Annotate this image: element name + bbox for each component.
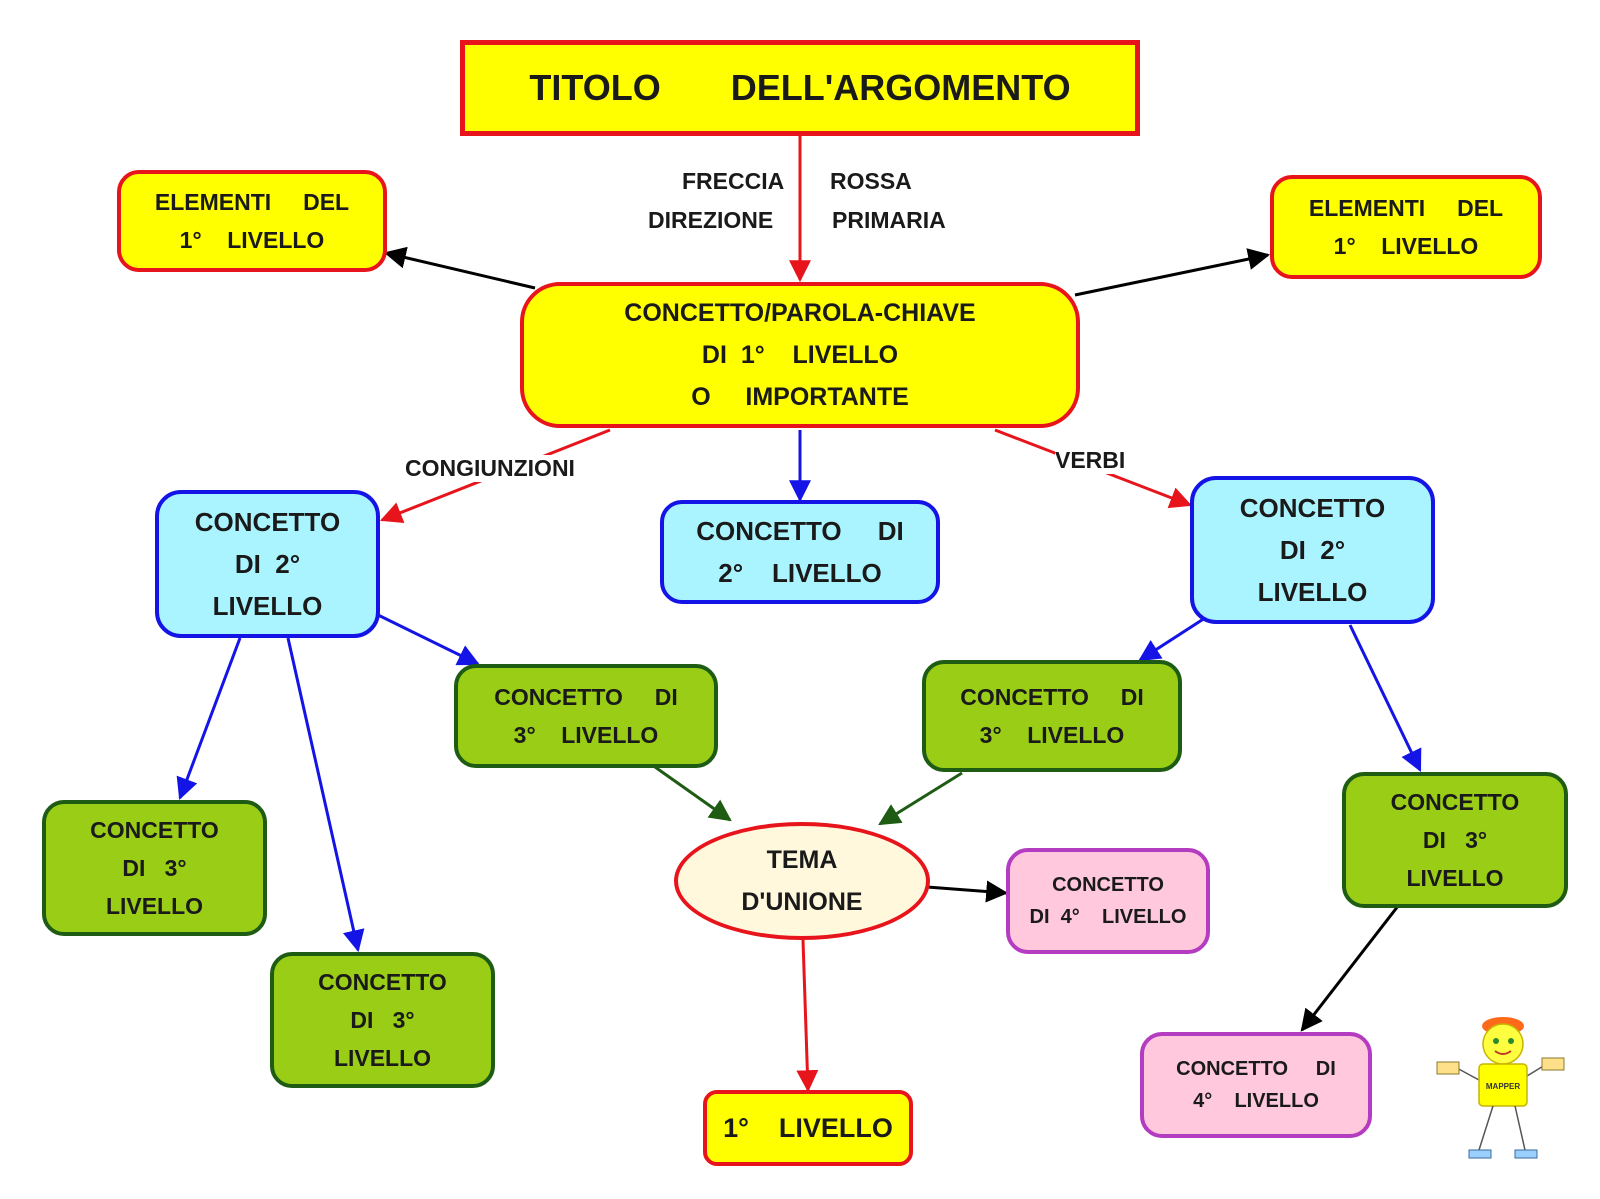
concept-level3-center-right[interactable]: CONCETTO DI 3° LIVELLO — [922, 660, 1182, 772]
elements-level1-right[interactable]: ELEMENTI DEL 1° LIVELLO — [1270, 175, 1542, 279]
arrow-note-freccia: FRECCIA — [682, 168, 785, 194]
concept-level2-center[interactable]: CONCETTO DI 2° LIVELLO — [660, 500, 940, 604]
link-label-conjunctions: CONGIUNZIONI — [405, 455, 575, 482]
topic-title-box[interactable]: TITOLO DELL'ARGOMENTO — [460, 40, 1140, 136]
concept-level3-center-left[interactable]: CONCETTO DI 3° LIVELLO — [454, 664, 718, 768]
arrow-c2left-to-c3bottomleft — [286, 637, 365, 953]
arrow-union-to-level1 — [796, 939, 819, 1093]
arrow-c2right-to-c3right — [1348, 624, 1422, 772]
arrow-key-to-elements-left — [383, 246, 536, 290]
arrow-c2left-to-c3centerleft — [377, 613, 480, 666]
topic-title-text: TITOLO DELL'ARGOMENTO — [529, 67, 1071, 108]
concept-level4-center[interactable]: CONCETTO DI 4° LIVELLO — [1006, 848, 1210, 954]
key-concept-level1[interactable]: CONCETTO/PAROLA-CHIAVE DI 1° LIVELLO O I… — [520, 282, 1080, 428]
arrow-note-primaria: PRIMARIA — [832, 207, 946, 233]
concept-level2-left[interactable]: CONCETTO DI 2° LIVELLO — [155, 490, 380, 638]
link-label-verbs: VERBI — [1055, 447, 1126, 474]
concept-level3-bottom-left[interactable]: CONCETTO DI 3° LIVELLO — [270, 952, 495, 1088]
mapper-mascot-illustration: MAPPER — [1436, 1017, 1565, 1159]
concept-level3-far-left[interactable]: CONCETTO DI 3° LIVELLO — [42, 800, 267, 936]
union-theme[interactable]: TEMA D'UNIONE — [674, 822, 930, 940]
concept-level4-right[interactable]: CONCETTO DI 4° LIVELLO — [1140, 1032, 1372, 1138]
arrow-c2right-to-c3centerright — [1138, 616, 1206, 662]
arrow-c2left-to-c3farleft — [176, 637, 242, 801]
arrow-c3centerright-to-union — [878, 771, 963, 826]
arrow-key-to-elements-right — [1074, 248, 1271, 297]
concept-level3-right[interactable]: CONCETTO DI 3° LIVELLO — [1342, 772, 1568, 908]
arrow-union-to-concept4 — [926, 880, 1009, 903]
arrow-note-direzione: DIREZIONE — [648, 207, 774, 233]
level1-bottom[interactable]: 1° LIVELLO — [703, 1090, 913, 1166]
elements-level1-left[interactable]: ELEMENTI DEL 1° LIVELLO — [117, 170, 387, 272]
arrow-c3right-to-concept4right — [1300, 905, 1400, 1032]
arrow-c3centerleft-to-union — [654, 765, 732, 822]
arrow-note-rossa: ROSSA — [830, 168, 912, 194]
concept-level2-right[interactable]: CONCETTO DI 2° LIVELLO — [1190, 476, 1435, 624]
mascot-label: MAPPER — [1486, 1082, 1520, 1091]
